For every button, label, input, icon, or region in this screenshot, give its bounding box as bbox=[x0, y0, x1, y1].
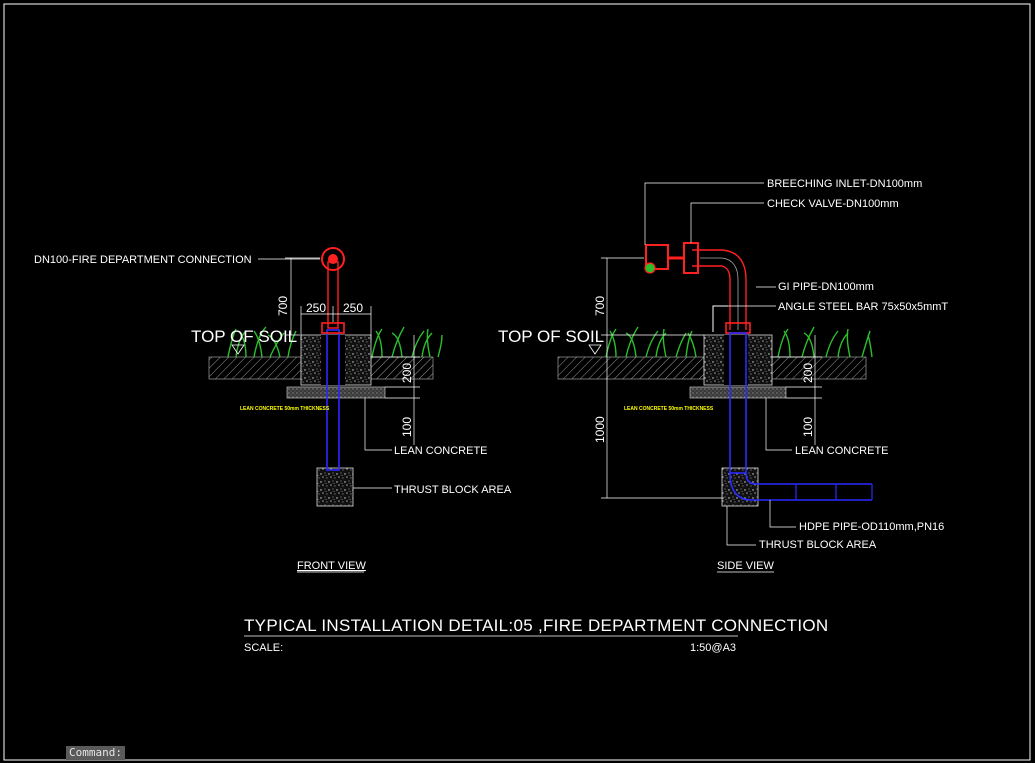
front-soil-left bbox=[208, 356, 302, 380]
scale-label: SCALE: bbox=[244, 642, 283, 654]
side-lean-concrete bbox=[689, 386, 787, 399]
side-view: 700 1000 200 100 bbox=[557, 182, 873, 546]
top-of-soil-left: TOP OF SOIL bbox=[191, 327, 297, 346]
side-pipe-elbow bbox=[692, 249, 747, 330]
front-flange bbox=[321, 322, 345, 334]
drawing-title: TYPICAL INSTALLATION DETAIL:05 ,FIRE DEP… bbox=[244, 616, 828, 635]
side-dim-700-text: 700 bbox=[593, 296, 607, 316]
front-breeching-core bbox=[328, 254, 338, 264]
drawing-border bbox=[3, 3, 1031, 761]
front-breeching-cap bbox=[321, 247, 345, 271]
side-dim-200-text: 200 bbox=[801, 363, 815, 383]
front-dim-200-text: 200 bbox=[400, 363, 414, 383]
side-dim-1000-text: 1000 bbox=[593, 416, 607, 443]
front-dim-700 bbox=[285, 257, 320, 336]
side-dim-left bbox=[601, 257, 724, 499]
front-dim-700-text: 700 bbox=[276, 296, 290, 316]
lean-concrete-right: LEAN CONCRETE bbox=[795, 445, 889, 457]
front-thrust-block bbox=[316, 467, 354, 507]
front-view-title: FRONT VIEW bbox=[297, 560, 366, 572]
command-line[interactable]: Command: bbox=[66, 746, 125, 760]
front-grass bbox=[227, 326, 443, 358]
front-dim-250b-text: 250 bbox=[343, 301, 363, 315]
side-soil-marker bbox=[588, 344, 602, 355]
front-lean-concrete bbox=[286, 386, 386, 399]
side-breeching-cap bbox=[644, 262, 656, 274]
side-grass bbox=[605, 326, 873, 358]
fdc-label: DN100-FIRE DEPARTMENT CONNECTION bbox=[34, 254, 252, 266]
front-dim-vertical-right bbox=[371, 335, 420, 445]
lean-concrete-left: LEAN CONCRETE bbox=[394, 445, 488, 457]
thrust-block-left: THRUST BLOCK AREA bbox=[394, 484, 512, 496]
side-soil-right bbox=[771, 356, 867, 380]
side-pit-void bbox=[724, 335, 748, 385]
side-leaders bbox=[644, 182, 796, 546]
check-valve-label: CHECK VALVE-DN100mm bbox=[767, 198, 899, 210]
front-pit-void bbox=[321, 335, 345, 385]
side-pipe-blue-vertical bbox=[729, 332, 747, 474]
breeching-inlet-label: BREECHING INLET-DN100mm bbox=[767, 178, 922, 190]
lean-concrete-note-right: LEAN CONCRETE 50mm THICKNESS bbox=[624, 406, 714, 412]
side-dim-right bbox=[772, 335, 822, 445]
scale-value: 1:50@A3 bbox=[690, 642, 736, 654]
side-dim-100-text: 100 bbox=[801, 417, 815, 437]
gi-pipe-label: GI PIPE-DN100mm bbox=[778, 281, 874, 293]
side-view-title: SIDE VIEW bbox=[717, 560, 774, 572]
front-dim-250a-text: 250 bbox=[306, 301, 326, 315]
front-dim-250 bbox=[300, 306, 372, 340]
top-of-soil-right: TOP OF SOIL bbox=[498, 327, 604, 346]
side-pipe-elbow-inner bbox=[700, 257, 739, 330]
side-pipe-blue-bend bbox=[729, 472, 872, 501]
front-soil-marker bbox=[231, 344, 245, 355]
side-angle-steel bbox=[712, 305, 728, 332]
side-soil-left bbox=[557, 356, 705, 380]
front-view: 700 250 250 200 100 bbox=[208, 247, 443, 507]
front-pipe-blue bbox=[326, 329, 340, 471]
front-dim-100-text: 100 bbox=[400, 417, 414, 437]
angle-steel-label: ANGLE STEEL BAR 75x50x5mmT bbox=[778, 301, 948, 313]
thrust-block-right: THRUST BLOCK AREA bbox=[759, 539, 877, 551]
hdpe-pipe-label: HDPE PIPE-OD110mm,PN16 bbox=[799, 521, 944, 533]
side-check-valve bbox=[683, 242, 699, 274]
lean-concrete-note-left: LEAN CONCRETE 50mm THICKNESS bbox=[240, 406, 330, 412]
front-leaders bbox=[258, 258, 392, 489]
